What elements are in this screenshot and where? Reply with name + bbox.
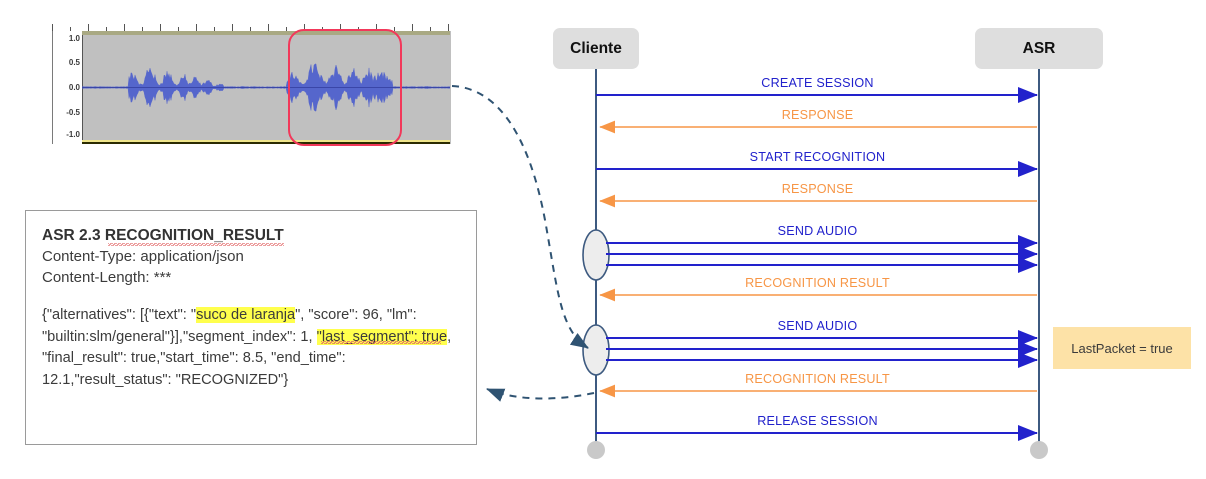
- waveform-ytick-2: 0.0: [68, 83, 80, 92]
- ruler-tick: [430, 27, 431, 31]
- ruler-tick: [178, 27, 179, 31]
- json-part-1: {"alternatives": [{"text": ": [42, 307, 197, 323]
- actor-asr-label: ASR: [1022, 39, 1056, 57]
- ruler-tick: [52, 24, 53, 31]
- ruler-tick: [70, 27, 71, 31]
- message-label: RECOGNITION RESULT: [745, 276, 890, 290]
- ruler-tick: [448, 24, 449, 31]
- connector-waveform-to-audio: [451, 85, 589, 349]
- ruler-tick: [160, 24, 161, 31]
- message-label: RESPONSE: [781, 182, 854, 196]
- activation-ellipse-1: [582, 229, 610, 281]
- ruler-tick: [412, 24, 413, 31]
- waveform-y-axis: 1.0 0.5 0.0 -0.5 -1.0: [52, 31, 82, 144]
- ruler-tick: [196, 24, 197, 31]
- note-lastpacket: LastPacket = true: [1053, 327, 1191, 369]
- message-label: START RECOGNITION: [749, 150, 886, 164]
- actor-asr[interactable]: ASR: [975, 28, 1103, 69]
- spellcheck-underline-icon: [108, 243, 284, 246]
- json-highlight-text: suco de laranja: [196, 307, 296, 323]
- message-label: CREATE SESSION: [761, 76, 874, 90]
- ruler-tick: [232, 24, 233, 31]
- actor-cliente[interactable]: Cliente: [553, 28, 639, 69]
- lifeline-end-cliente: [587, 441, 605, 459]
- message-label: RECOGNITION RESULT: [745, 372, 890, 386]
- ruler-tick: [268, 24, 269, 31]
- note-lastpacket-label: LastPacket = true: [1071, 340, 1173, 356]
- recognition-result-box: ASR 2.3 RECOGNITION_RESULT Content-Type:…: [25, 210, 477, 445]
- waveform-ytick-1: 0.5: [68, 58, 80, 67]
- waveform-ytick-4: -1.0: [66, 130, 80, 139]
- waveform-bottom-line: [82, 142, 450, 144]
- waveform-panel[interactable]: 1.0 0.5 0.0 -0.5 -1.0: [52, 31, 451, 144]
- ruler-tick: [376, 24, 377, 31]
- ruler-tick: [142, 27, 143, 31]
- result-json-payload: {"alternatives": [{"text": "suco de lara…: [42, 305, 460, 391]
- waveform-ytick-3: -0.5: [66, 108, 80, 117]
- waveform-selection-rect[interactable]: [288, 29, 402, 146]
- lifeline-end-asr: [1030, 441, 1048, 459]
- message-label: SEND AUDIO: [777, 319, 858, 333]
- activation-ellipse-2: [582, 324, 610, 376]
- json-highlight-last-segment: "last_segment": true: [316, 328, 448, 345]
- ruler-tick: [88, 24, 89, 31]
- ruler-tick: [394, 27, 395, 31]
- connector-result-to-box: [486, 388, 595, 402]
- json-part-2: ", "score": 96, "lm": "builtin:slm/gener…: [42, 307, 417, 345]
- ruler-tick: [340, 24, 341, 31]
- ruler-tick: [106, 27, 107, 31]
- result-header-text: ASR 2.3 RECOGNITION_RESULT: [42, 227, 284, 244]
- ruler-tick: [214, 27, 215, 31]
- json-part-3: , "final_result": true,"start_time": 8.5…: [42, 328, 452, 388]
- actor-cliente-label: Cliente: [570, 39, 622, 57]
- ruler-tick: [124, 24, 125, 31]
- waveform-top-band: [82, 31, 450, 35]
- ruler-tick: [286, 27, 287, 31]
- message-label: RELEASE SESSION: [757, 414, 878, 428]
- waveform-ytick-0: 1.0: [68, 34, 80, 43]
- result-header: ASR 2.3 RECOGNITION_RESULT: [42, 225, 284, 246]
- result-content-type: Content-Type: application/json: [42, 248, 244, 265]
- ruler-tick: [304, 24, 305, 31]
- result-content-length: Content-Length: ***: [42, 269, 172, 286]
- waveform-trace: [82, 63, 450, 112]
- message-label: RESPONSE: [781, 108, 854, 122]
- message-label: SEND AUDIO: [777, 224, 858, 238]
- ruler-tick: [250, 27, 251, 31]
